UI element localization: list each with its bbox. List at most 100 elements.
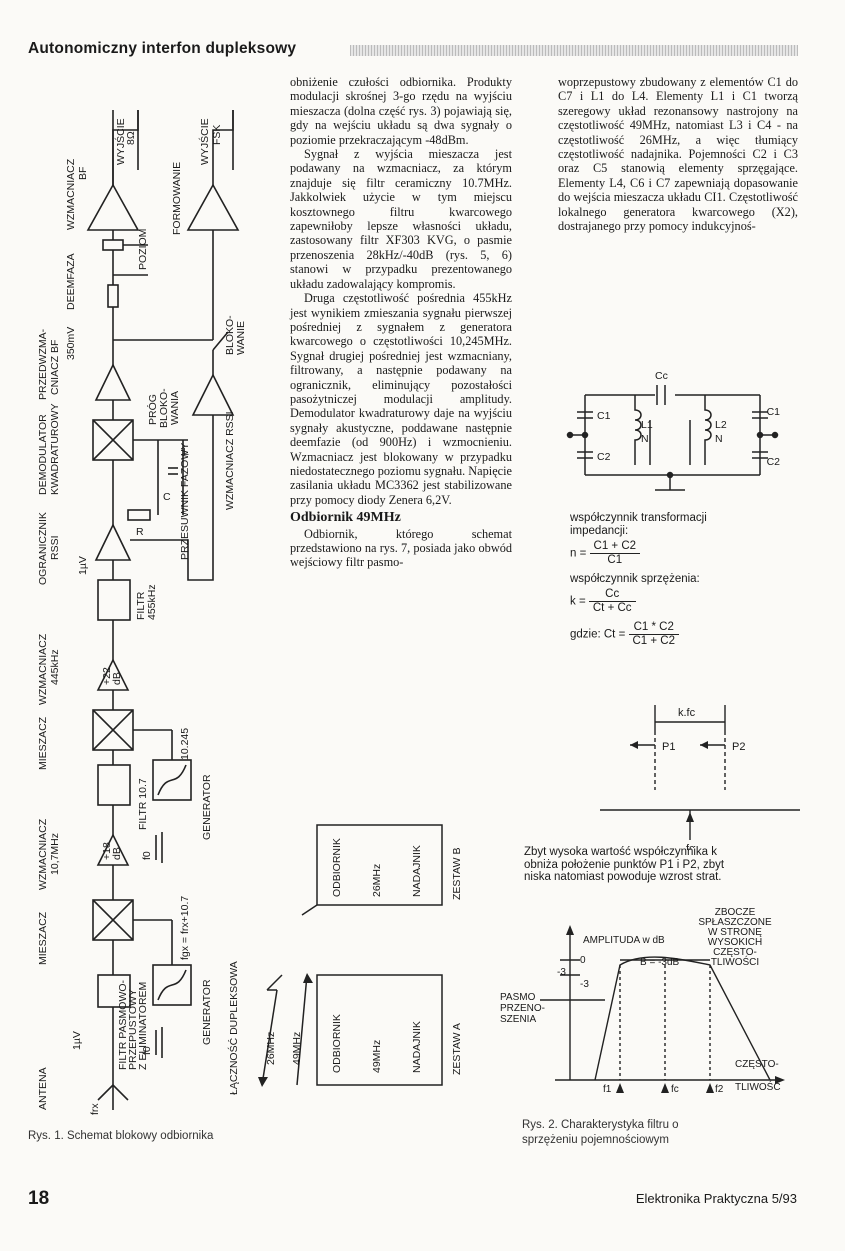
box-a-left: ODBIORNIK (331, 1014, 343, 1073)
paragraph: Odbiornik, którego schemat przedstawiono… (290, 526, 512, 570)
label-8ohm: 8Ω (125, 131, 137, 145)
label-wania: WANIA (169, 391, 181, 425)
label-10245: 10.245 (179, 728, 191, 760)
header-rule (350, 45, 798, 56)
box-a-mid: 49MHz (371, 1040, 383, 1073)
text-column-right: woprzepustowy zbudowany z elementów C1 d… (558, 75, 798, 233)
label-frx: frx (89, 1103, 101, 1115)
label-antena: ANTENA (37, 1067, 49, 1110)
label-f0a: f0 (141, 851, 153, 860)
label-deemfaza: DEEMFAZA (65, 253, 77, 310)
label-r: R (136, 526, 144, 538)
label-350mv: 350mV (65, 327, 77, 360)
label-zestaw-b: ZESTAW B (451, 848, 463, 901)
label-zbocze3: W STRONĘ (708, 927, 762, 938)
label-fc-axis: fc (671, 1084, 679, 1095)
duplex-link-diagram: ŁĄCZNOŚĆ DUPLEKSOWA 26MHz 49MHz ZESTAW B… (227, 824, 463, 1095)
label-zbocze4: WYSOKICH (708, 937, 762, 948)
label-generator1: GENERATOR (201, 774, 213, 840)
text-column-middle: obniżenie czułości odbiornika. Produkty … (290, 75, 512, 570)
formula-block: współczynnik transformacji impedancji: n… (570, 512, 810, 654)
formula-label: współczynnik sprzężenia: (570, 573, 700, 585)
label-kfc: k.fc (678, 707, 696, 719)
label-n2: N (715, 433, 723, 445)
label-c: C (163, 491, 171, 503)
label-l: L (183, 446, 189, 458)
label-f1: f1 (603, 1084, 612, 1095)
box-b-right: NADAJNIK (411, 845, 423, 897)
figure2-response: AMPLITUDA w dB 0 -3 -3 B = -3dB PASMO PR… (500, 907, 785, 1095)
label-poziom: POZIOM (137, 229, 149, 270)
label-plus18: +18 (101, 842, 113, 860)
label-zbocze2: SPŁASZCZONE (698, 917, 772, 928)
label-p2: P2 (732, 741, 745, 753)
label-zbocze6: TLIWOŚCI (711, 955, 759, 968)
label-f0b: f0 (141, 1046, 153, 1055)
label-generator2: GENERATOR (201, 979, 213, 1045)
label-zestaw-a: ZESTAW A (451, 1023, 463, 1075)
label-wzm-rssi: WZMACNIACZ RSSI (224, 411, 236, 510)
label-formowanie: FORMOWANIE (171, 162, 183, 235)
label-db22: dB (111, 672, 123, 685)
label-wyjscie: WYJŚCIE (114, 118, 127, 165)
label-wzm455-b: 445kHz (49, 649, 61, 685)
journal-name: Elektronika Praktyczna 5/93 (635, 1191, 797, 1206)
label-l1: L1 (641, 419, 653, 431)
label-wzm-bf-b: BF (77, 167, 89, 180)
label-plus22: +22 (101, 667, 113, 685)
box-b-left: ODBIORNIK (331, 838, 343, 897)
label-wzm107-a: WZMACNIACZ (37, 818, 49, 890)
label-n1: N (641, 433, 649, 445)
label-czest1: CZĘSTO- (735, 1059, 779, 1070)
figure2-circuit: Cc C1 C2 C1 C2 L1 N L2 N (566, 370, 780, 491)
label-fgx: fgx = frx+10.7 (179, 896, 191, 960)
label-zbocze5: CZĘSTO- (713, 947, 757, 958)
label-f2: f2 (715, 1084, 724, 1095)
label-l2: L2 (715, 419, 727, 431)
label-filtr455-b: 455kHz (146, 584, 158, 620)
label-49mhz: 49MHz (291, 1032, 303, 1065)
figure2-caption: Rys. 2. Charakterystyka filtru o sprzęże… (522, 1119, 679, 1146)
label-lacznosc: ŁĄCZNOŚĆ DUPLEKSOWA (227, 961, 240, 1095)
box-b-mid: 26MHz (371, 864, 383, 897)
label-przedwzm: PRZEDWZMA- (37, 328, 49, 400)
label-wzm107-b: 10,7MHz (49, 833, 61, 875)
running-title: Autonomiczny interfon dupleksowy (28, 40, 297, 57)
figure1-block-diagram: ANTENA frx 1µV FILTR PASMOWO- PRZEPUSTOW… (37, 110, 247, 1115)
label-fc: fc (686, 843, 695, 850)
paragraph: Sygnał z wyjścia mieszacza jest podawany… (290, 147, 512, 291)
label-demodulator: DEMODULATOR (37, 414, 49, 495)
page-header: Autonomiczny interfon dupleksowy (28, 40, 798, 62)
label-z-eliminatorem: Z ELIMINATOREM (137, 982, 149, 1070)
label-mieszacz1: MIESZACZ (37, 911, 49, 965)
figure2-note: Zbyt wysoka wartość współczynnika k obni… (524, 846, 725, 883)
label-fsk: FSK (211, 125, 223, 145)
section-heading: Odbiornik 49MHz (290, 510, 401, 526)
paragraph: obniżenie czułości odbiornika. Produkty … (290, 75, 512, 147)
label-pasmo2: PRZENO- (500, 1003, 545, 1014)
label-b3db: B = -3dB (640, 957, 680, 968)
label-blokowanie-a: BLOKO- (224, 315, 236, 355)
label-blok: BLOKO- (158, 388, 170, 428)
label-pasmo1: PASMO (500, 992, 536, 1003)
label-czest2: TLIWOŚĆ (735, 1080, 781, 1093)
label-26mhz: 26MHz (265, 1032, 277, 1065)
label-amplituda: AMPLITUDA w dB (583, 935, 665, 946)
label-db18: dB (111, 847, 123, 860)
label-1uv: 1µV (71, 1031, 83, 1050)
label-wyjscie-fsk: WYJŚCIE (198, 118, 211, 165)
label-p1: P1 (662, 741, 675, 753)
label-mieszacz2: MIESZACZ (37, 716, 49, 770)
label-kwadraturowy: KWADRATUROWY (49, 403, 61, 495)
label-cniacz-bf: CNIACZ BF (49, 340, 61, 395)
label-1uv-b: 1µV (77, 556, 89, 575)
label-c1-left: C1 (597, 410, 611, 422)
formula-label: współczynnik transformacji (570, 512, 707, 524)
label-c2-left: C2 (597, 451, 611, 463)
label-zero: 0 (580, 955, 586, 966)
label-zbocze1: ZBOCZE (715, 907, 756, 918)
label-filtr455-a: FILTR (135, 591, 147, 620)
label-blokowanie-b: WANIE (235, 321, 247, 355)
